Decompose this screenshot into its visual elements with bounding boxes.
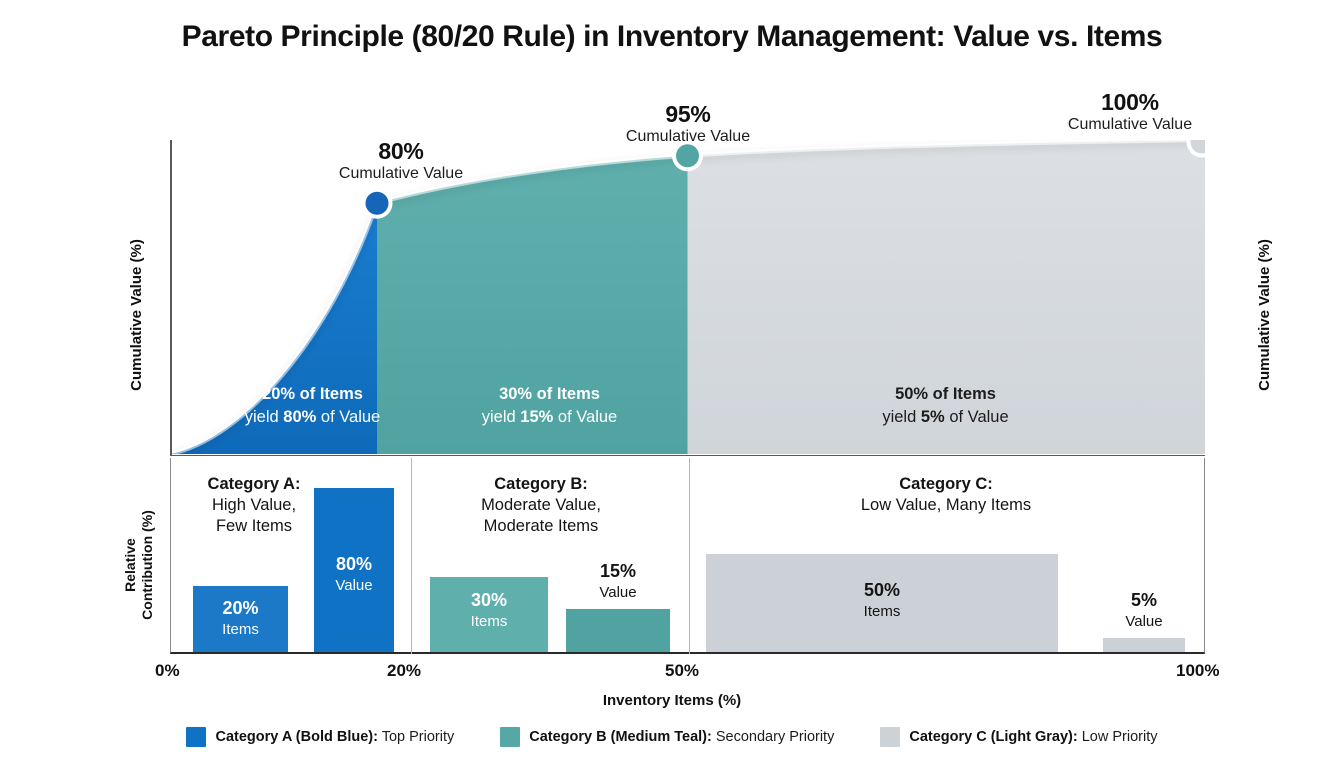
area-category-b <box>377 155 688 455</box>
legend-label-a: Category A (Bold Blue): Top Priority <box>215 729 455 745</box>
bar-b-items-type: Items <box>470 613 508 630</box>
zone-label-a-line2: yield 80% of Value <box>244 408 381 426</box>
bar-b-value[interactable]: 15% Value <box>566 561 670 652</box>
marker-100-percent[interactable] <box>1186 140 1206 158</box>
bar-a-value[interactable]: 80% Value <box>314 488 394 652</box>
category-b-heading: Category B: Moderate Value, Moderate Ite… <box>401 474 681 537</box>
legend-item-category-c[interactable]: Category C (Light Gray): Low Priority <box>880 727 1158 747</box>
bar-b-items-label: 30% Items <box>430 590 548 632</box>
pareto-plot <box>170 140 1205 456</box>
y-axis-bars-label-line1: Relative <box>122 538 138 592</box>
bar-c-items-value: 50% <box>863 580 901 600</box>
legend: Category A (Bold Blue): Top Priority Cat… <box>0 727 1344 747</box>
bar-subchart-panel: Category A: High Value, Few Items Catego… <box>170 458 1205 654</box>
category-a-desc-l1: High Value, <box>211 496 297 514</box>
y-axis-left-label: Cumulative Value (%) <box>128 239 145 391</box>
bar-a-items-label: 20% Items <box>193 598 288 640</box>
x-tick-50: 50% <box>665 661 700 680</box>
x-axis-title: Inventory Items (%) <box>602 692 742 709</box>
bar-b-items[interactable]: 30% Items <box>430 577 548 652</box>
zone-label-c-line1: 50% of Items <box>895 385 996 403</box>
y-axis-line <box>170 140 172 456</box>
y-axis-bars-label: Relative Contribution (%) <box>122 475 156 655</box>
marker-80-percent[interactable] <box>361 187 393 219</box>
y-axis-bars-label-line2: Contribution (%) <box>139 510 155 620</box>
x-tick-0: 0% <box>155 661 180 680</box>
category-a-heading: Category A: High Value, Few Items <box>179 474 329 537</box>
category-c-heading: Category C: Low Value, Many Items <box>746 474 1146 516</box>
zone-label-a-line1: 20% of Items <box>262 385 363 403</box>
callout-100-sub: Cumulative Value <box>1067 116 1193 133</box>
bar-b-value-type: Value <box>599 584 637 601</box>
callout-95: 95% Cumulative Value <box>613 101 763 147</box>
bar-b-items-value: 30% <box>470 590 508 610</box>
bar-c-items[interactable]: 50% Items <box>706 554 1058 652</box>
pareto-area-svg <box>170 140 1205 456</box>
area-category-a <box>170 203 377 454</box>
legend-label-b: Category B (Medium Teal): Secondary Prio… <box>529 729 835 745</box>
zone-label-a: 20% of Items yield 80% of Value <box>195 383 430 429</box>
x-tick-100: 100% <box>1176 661 1220 680</box>
legend-swatch-b-icon <box>500 727 521 747</box>
category-b-desc-l1: Moderate Value, <box>481 496 601 514</box>
category-b-title: Category B: <box>494 475 588 493</box>
callout-80-sub: Cumulative Value <box>338 165 464 182</box>
category-c-title: Category C: <box>899 475 993 493</box>
bar-c-value[interactable]: 5% Value <box>1103 590 1185 652</box>
zone-label-b-line1: 30% of Items <box>499 385 600 403</box>
legend-label-c: Category C (Light Gray): Low Priority <box>909 729 1158 745</box>
bar-a-items[interactable]: 20% Items <box>193 586 288 652</box>
cumulative-curve <box>170 140 1205 456</box>
callout-100-value: 100% <box>1101 89 1159 115</box>
callout-100: 100% Cumulative Value <box>1055 89 1205 135</box>
legend-item-category-a[interactable]: Category A (Bold Blue): Top Priority <box>186 727 454 747</box>
zone-label-b-line2: yield 15% of Value <box>481 408 618 426</box>
area-category-c <box>687 140 1205 454</box>
bar-c-value-value: 5% <box>1130 590 1157 610</box>
callout-95-sub: Cumulative Value <box>625 128 751 145</box>
page-title: Pareto Principle (80/20 Rule) in Invento… <box>181 20 1163 53</box>
legend-swatch-c-icon <box>880 727 901 747</box>
bar-b-value-label: 15% Value <box>566 561 670 603</box>
category-a-desc-l2: Few Items <box>215 517 293 535</box>
category-a-title: Category A: <box>207 475 301 493</box>
category-b-desc-l2: Moderate Items <box>483 517 599 535</box>
bar-a-items-value: 20% <box>222 598 259 618</box>
legend-swatch-a-icon <box>186 727 207 747</box>
bar-a-value-type: Value <box>335 577 373 594</box>
zone-label-b: 30% of Items yield 15% of Value <box>432 383 667 429</box>
x-tick-20: 20% <box>387 661 422 680</box>
zone-label-c-line2: yield 5% of Value <box>882 408 1009 426</box>
legend-item-category-b[interactable]: Category B (Medium Teal): Secondary Prio… <box>500 727 834 747</box>
bar-c-items-type: Items <box>863 603 901 620</box>
panel-divider-b-c <box>689 458 691 654</box>
bar-a-items-type: Items <box>222 621 259 638</box>
category-c-desc-l1: Low Value, Many Items <box>860 496 1032 514</box>
bar-b-value-value: 15% <box>599 561 637 581</box>
x-axis-line <box>170 454 1205 456</box>
bar-c-value-type: Value <box>1125 613 1163 630</box>
callout-80-value: 80% <box>378 138 424 164</box>
bar-c-items-label: 50% Items <box>706 580 1058 622</box>
zone-label-c: 50% of Items yield 5% of Value <box>828 383 1063 429</box>
bar-a-value-label: 80% Value <box>314 554 394 596</box>
bar-c-value-label: 5% Value <box>1103 590 1185 632</box>
callout-95-value: 95% <box>665 101 711 127</box>
callout-80: 80% Cumulative Value <box>326 138 476 184</box>
panel-divider-a-b <box>411 458 413 654</box>
y-axis-right-label: Cumulative Value (%) <box>1256 239 1273 391</box>
bar-a-value-value: 80% <box>335 554 373 574</box>
marker-95-percent[interactable] <box>672 140 703 172</box>
